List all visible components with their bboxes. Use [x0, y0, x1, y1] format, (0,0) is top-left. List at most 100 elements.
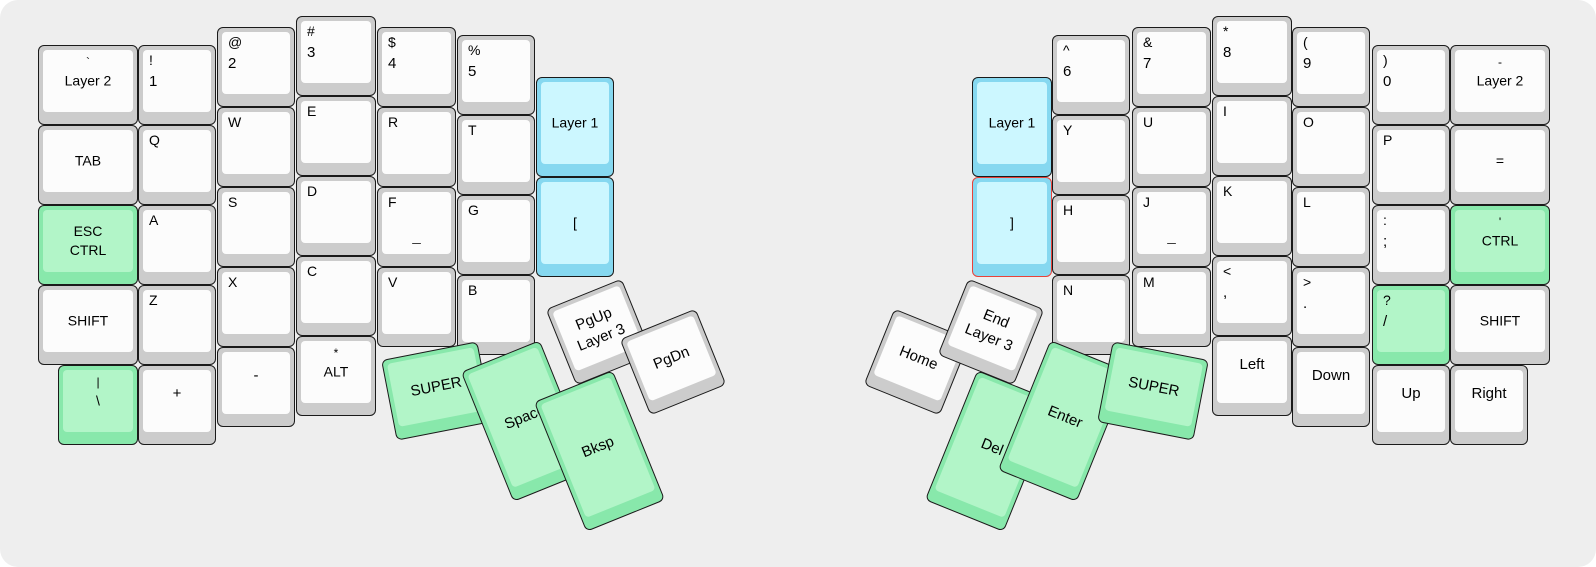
legend-main: I	[1223, 103, 1227, 119]
key-p[interactable]: P	[1372, 125, 1450, 205]
legend-main: S	[228, 194, 238, 210]
key-u[interactable]: U	[1132, 107, 1211, 187]
key-super-right[interactable]: SUPER	[1097, 341, 1209, 441]
key-h[interactable]: H	[1052, 195, 1130, 275]
keycap: > .	[1297, 272, 1365, 334]
key-period[interactable]: > .	[1292, 267, 1370, 347]
key-layer1-left[interactable]: Layer 1	[536, 77, 614, 177]
key-3[interactable]: # 3	[296, 16, 376, 96]
key-up[interactable]: Up	[1372, 365, 1450, 445]
key-slash[interactable]: ? /	[1372, 285, 1450, 365]
legend-main: N	[1063, 282, 1074, 298]
keycap: ) 0	[1377, 50, 1445, 112]
key-r[interactable]: R	[377, 107, 456, 187]
legend-main: K	[1223, 183, 1233, 199]
key-9[interactable]: ( 9	[1292, 27, 1370, 107]
legend-main: 7	[1143, 55, 1152, 72]
key-q[interactable]: Q	[138, 125, 216, 205]
key-v[interactable]: V	[377, 267, 456, 347]
key-bracket-left[interactable]: [	[536, 177, 614, 277]
key-4[interactable]: $ 4	[377, 27, 456, 107]
keycap: TAB	[43, 130, 133, 192]
legend-main: Enter	[1045, 402, 1085, 432]
key-alt[interactable]: * ALT	[296, 336, 376, 416]
key-down[interactable]: Down	[1292, 347, 1370, 427]
key-esc-ctrl[interactable]: ESC CTRL	[38, 205, 138, 285]
key-shift-right[interactable]: SHIFT	[1450, 285, 1550, 365]
legend-shifted: %	[468, 42, 481, 58]
legend-main: V	[388, 274, 398, 290]
legend-main: ;	[1383, 233, 1388, 250]
keycap: +	[143, 370, 211, 432]
key-1[interactable]: ! 1	[138, 45, 216, 125]
key-t[interactable]: T	[457, 115, 535, 195]
key-y[interactable]: Y	[1052, 115, 1130, 195]
key-g[interactable]: G	[457, 195, 535, 275]
keycap: D	[301, 181, 371, 243]
legend-main: O	[1303, 114, 1314, 130]
key-6[interactable]: ^ 6	[1052, 35, 1130, 115]
key-equals[interactable]: =	[1450, 125, 1550, 205]
key-bracket-right[interactable]: ]	[972, 177, 1052, 277]
key-a[interactable]: A	[138, 205, 216, 285]
keycap: Layer 1	[541, 82, 609, 164]
key-5[interactable]: % 5	[457, 35, 535, 115]
keycap: J _	[1137, 192, 1206, 254]
legend-shifted: ^	[1063, 42, 1070, 58]
key-f[interactable]: F _	[377, 187, 456, 267]
key-i[interactable]: I	[1212, 96, 1292, 176]
key-pipe-backslash[interactable]: | \	[58, 365, 138, 445]
key-l[interactable]: L	[1292, 187, 1370, 267]
key-tab[interactable]: TAB	[38, 125, 138, 205]
key-layer2-left[interactable]: ` Layer 2	[38, 45, 138, 125]
key-2[interactable]: @ 2	[217, 27, 295, 107]
key-m[interactable]: M	[1132, 267, 1211, 347]
key-shift-left[interactable]: SHIFT	[38, 285, 138, 365]
keycap: =	[1455, 130, 1545, 192]
key-7[interactable]: & 7	[1132, 27, 1211, 107]
legend-main: H	[1063, 202, 1074, 218]
legend-shifted: #	[307, 23, 315, 39]
keycap: Up	[1377, 370, 1445, 432]
keycap: B	[462, 280, 530, 342]
legend-main: CTRL	[1481, 232, 1519, 249]
keycap: G	[462, 200, 530, 262]
keycap: @ 2	[222, 32, 290, 94]
legend-main: \	[96, 392, 100, 409]
legend-main: J	[1143, 194, 1150, 210]
keycap: Layer 1	[977, 82, 1047, 164]
key-plus[interactable]: +	[138, 365, 216, 445]
key-comma[interactable]: < ,	[1212, 256, 1292, 336]
keycap: F _	[382, 192, 451, 254]
key-semicolon[interactable]: : ;	[1372, 205, 1450, 285]
legend-main: SUPER	[1126, 373, 1181, 401]
key-right[interactable]: Right	[1450, 365, 1528, 445]
keycap: ' CTRL	[1455, 210, 1545, 272]
key-layer1-right[interactable]: Layer 1	[972, 77, 1052, 177]
key-k[interactable]: K	[1212, 176, 1292, 256]
keycap: SHIFT	[1455, 290, 1545, 352]
legend-shifted: $	[388, 34, 396, 50]
key-c[interactable]: C	[296, 256, 376, 336]
key-d[interactable]: D	[296, 176, 376, 256]
legend-main: .	[1303, 295, 1308, 312]
legend-shifted: !	[149, 52, 153, 68]
keycap: Right	[1455, 370, 1523, 432]
key-e[interactable]: E	[296, 96, 376, 176]
key-0[interactable]: ) 0	[1372, 45, 1450, 125]
key-minus-left[interactable]: -	[217, 347, 295, 427]
key-layer2-right[interactable]: - Layer 2	[1450, 45, 1550, 125]
key-o[interactable]: O	[1292, 107, 1370, 187]
key-x[interactable]: X	[217, 267, 295, 347]
keycap: ^ 6	[1057, 40, 1125, 102]
legend-shifted: >	[1303, 274, 1312, 290]
key-left[interactable]: Left	[1212, 336, 1292, 416]
key-quote-ctrl[interactable]: ' CTRL	[1450, 205, 1550, 285]
key-8[interactable]: * 8	[1212, 16, 1292, 96]
key-s[interactable]: S	[217, 187, 295, 267]
key-w[interactable]: W	[217, 107, 295, 187]
key-j[interactable]: J _	[1132, 187, 1211, 267]
key-z[interactable]: Z	[138, 285, 216, 365]
keycap: P	[1377, 130, 1445, 192]
